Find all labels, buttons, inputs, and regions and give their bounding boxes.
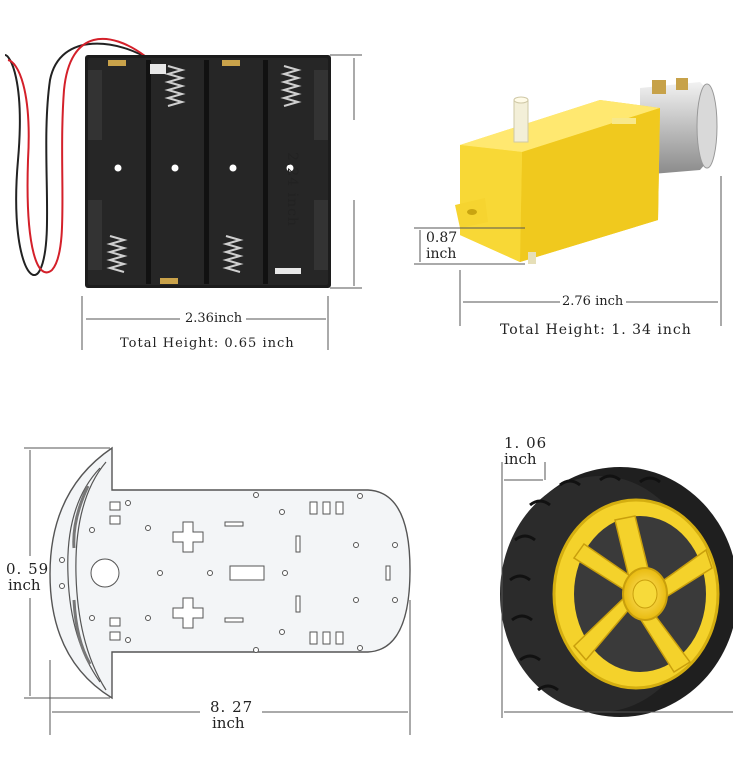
chassis-height-unit: inch [8,576,41,594]
battery-total-height-label: Total Height: 0.65 inch [120,336,295,351]
black-wire [4,42,151,277]
motor-total-height-label: Total Height: 1. 34 inch [500,322,692,338]
motor-shaft-offset-value: 0.87 [426,230,458,246]
chassis-plate [49,446,411,700]
battery-holder [4,37,331,288]
battery-width-label: 2.36inch [185,311,243,326]
battery-height-label: 2.24 inch [284,152,300,227]
red-wire [7,37,146,274]
chassis-height-value: 0. 59 [6,560,50,578]
chassis-width-value: 8. 27 [210,698,254,716]
wheel-width-unit: inch [504,450,537,468]
motor-shaft-offset-unit: inch [426,246,457,262]
motor-length-label: 2.76 inch [562,294,624,309]
chassis-width-unit: inch [212,714,245,732]
gear-motor [455,78,718,264]
wheel-width-value: 1. 06 [504,434,548,452]
wheel [500,467,733,717]
